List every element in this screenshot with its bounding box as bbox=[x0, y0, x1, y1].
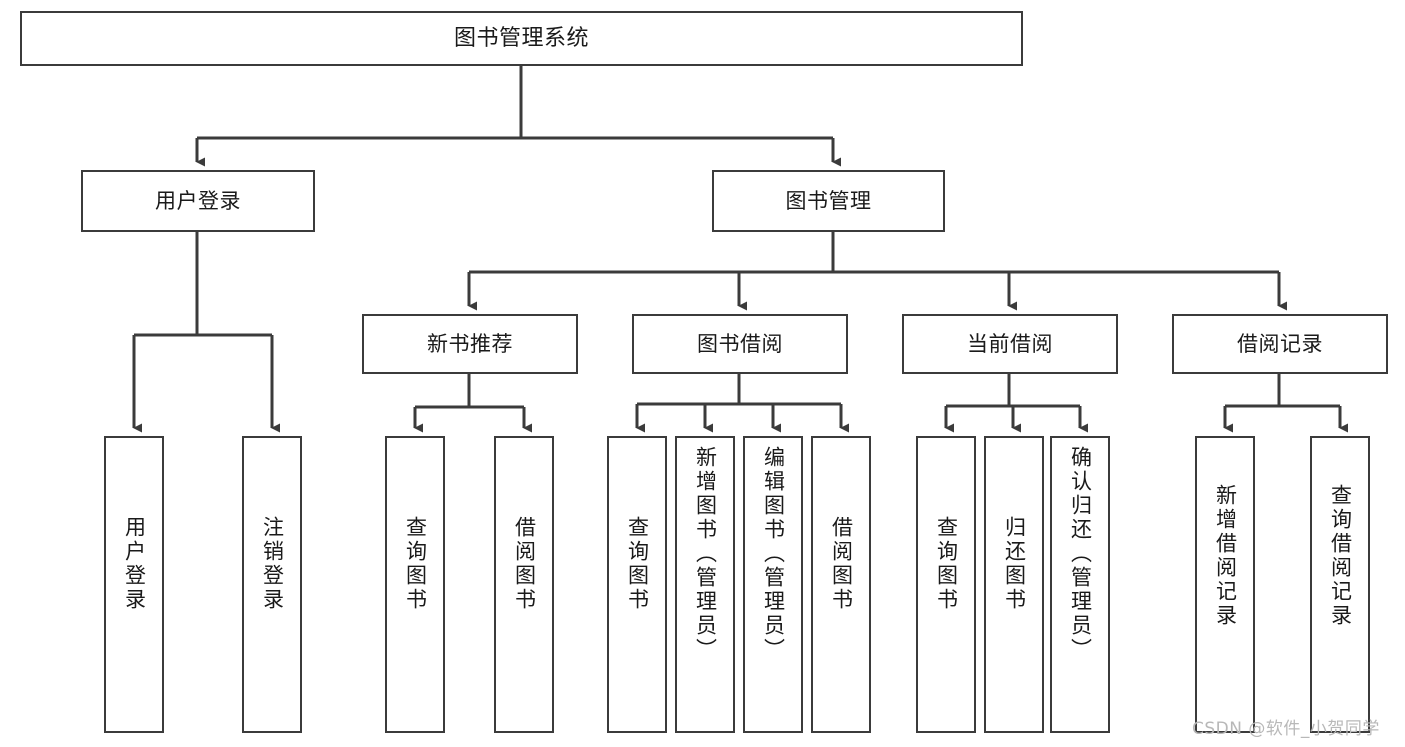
node-label: 当前借阅 bbox=[967, 331, 1053, 356]
node-label: 图书管理系统 bbox=[453, 25, 589, 51]
leaf-query-book-borrow[interactable]: 查询图书 bbox=[607, 436, 667, 733]
leaf-query-book-recommend[interactable]: 查询图书 bbox=[385, 436, 445, 733]
node-label: 归还图书 bbox=[1002, 516, 1027, 612]
csdn-watermark: CSDN @软件_小贺同学 bbox=[1192, 719, 1380, 739]
node-new-book-recommend[interactable]: 新书推荐 bbox=[362, 314, 578, 374]
node-label: 用户登录 bbox=[155, 188, 241, 213]
node-label: 借阅图书 bbox=[512, 516, 537, 612]
node-label: 新增借阅记录 bbox=[1213, 484, 1238, 628]
leaf-logout-login[interactable]: 注销登录 bbox=[242, 436, 302, 733]
node-label: 新书推荐 bbox=[427, 331, 513, 356]
node-label: 确认归还（管理员） bbox=[1068, 446, 1093, 662]
node-label: 查询借阅记录 bbox=[1328, 484, 1353, 628]
node-book-manage[interactable]: 图书管理 bbox=[712, 170, 945, 232]
node-label: 查询图书 bbox=[403, 516, 428, 612]
node-label: 编辑图书（管理员） bbox=[761, 446, 786, 662]
leaf-edit-book[interactable]: 编辑图书（管理员） bbox=[743, 436, 803, 733]
node-label: 查询图书 bbox=[934, 516, 959, 612]
leaf-query-book-current[interactable]: 查询图书 bbox=[916, 436, 976, 733]
node-label: 注销登录 bbox=[260, 516, 285, 612]
node-root-book-management-system[interactable]: 图书管理系统 bbox=[20, 11, 1023, 66]
node-borrow-record[interactable]: 借阅记录 bbox=[1172, 314, 1388, 374]
node-user-login[interactable]: 用户登录 bbox=[81, 170, 315, 232]
leaf-return-book[interactable]: 归还图书 bbox=[984, 436, 1044, 733]
leaf-add-book[interactable]: 新增图书（管理员） bbox=[675, 436, 735, 733]
leaf-add-borrow-record[interactable]: 新增借阅记录 bbox=[1195, 436, 1255, 733]
leaf-borrow-book[interactable]: 借阅图书 bbox=[811, 436, 871, 733]
node-current-borrow[interactable]: 当前借阅 bbox=[902, 314, 1118, 374]
leaf-user-login[interactable]: 用户登录 bbox=[104, 436, 164, 733]
node-label: 查询图书 bbox=[625, 516, 650, 612]
node-label: 新增图书（管理员） bbox=[693, 446, 718, 662]
node-book-borrow[interactable]: 图书借阅 bbox=[632, 314, 848, 374]
node-label: 用户登录 bbox=[122, 516, 147, 612]
node-label: 借阅记录 bbox=[1237, 331, 1323, 356]
leaf-query-borrow-record[interactable]: 查询借阅记录 bbox=[1310, 436, 1370, 733]
leaf-confirm-return[interactable]: 确认归还（管理员） bbox=[1050, 436, 1110, 733]
node-label: 图书管理 bbox=[785, 188, 872, 213]
node-label: 借阅图书 bbox=[829, 516, 854, 612]
node-label: 图书借阅 bbox=[697, 331, 783, 356]
leaf-borrow-book-recommend[interactable]: 借阅图书 bbox=[494, 436, 554, 733]
